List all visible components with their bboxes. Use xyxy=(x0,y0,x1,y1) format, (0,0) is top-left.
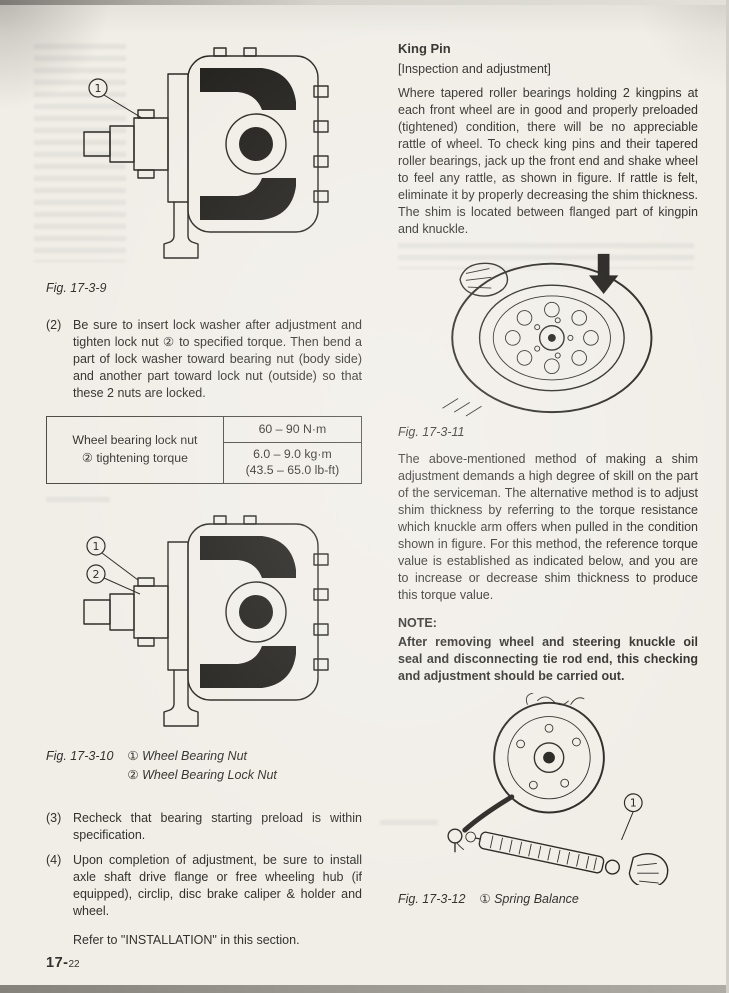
page-number-major: 17- xyxy=(46,955,69,971)
paragraph-text: The above-mentioned method of making a s… xyxy=(398,451,698,602)
table-label-line1: Wheel bearing lock nut xyxy=(72,433,198,448)
torque-kgm: 6.0 – 9.0 kg·m xyxy=(253,446,332,461)
wheel-hub-cross-section-drawing: 1 2 xyxy=(83,515,329,727)
wheel-shake-drawing xyxy=(442,253,653,417)
paragraph-text: Where tapered roller bearings holding 2 … xyxy=(398,85,698,236)
left-column: 1 Fig. 17-3-9 (2) Be sure to insert lock… xyxy=(46,26,362,949)
list-number: (3) xyxy=(46,811,62,826)
torque-nm: 60 – 90 N·m xyxy=(223,417,361,443)
svg-text:2: 2 xyxy=(93,568,100,581)
figure-caption-row: Fig. 17-3-12 ① Spring Balance xyxy=(398,891,698,908)
paragraph-2: (2) Be sure to insert lock washer after … xyxy=(46,317,362,402)
section-subheading: [Inspection and adjustment] xyxy=(398,61,551,76)
note-text: After removing wheel and steering knuckl… xyxy=(398,634,698,683)
svg-text:1: 1 xyxy=(93,540,100,553)
figure-caption: Fig. 17-3-11 xyxy=(398,424,465,439)
figure-caption: Fig. 17-3-10 xyxy=(46,749,114,764)
page-number-minor: 22 xyxy=(68,959,80,970)
table-value-cell: 60 – 90 N·m 6.0 – 9.0 kg·m (43.5 – 65.0 … xyxy=(222,417,361,484)
figure-caption-row: Fig. 17-3-10 ① Wheel Bearing Nut ② Wheel… xyxy=(46,748,362,784)
list-number: (4) xyxy=(46,853,62,868)
section-heading: King Pin xyxy=(398,41,451,56)
torque-spec-table: Wheel bearing lock nut ② tightening torq… xyxy=(46,416,362,485)
svg-text:1: 1 xyxy=(630,796,637,809)
list-number: (2) xyxy=(46,318,62,332)
spring-balance-drawing: 1 xyxy=(447,692,669,885)
note-label: NOTE: xyxy=(398,615,437,630)
figure-legend: ① Wheel Bearing Nut ② Wheel Bearing Lock… xyxy=(127,748,276,784)
paragraph-4: (4) Upon completion of adjustment, be su… xyxy=(46,852,362,920)
figure-legend: ① Spring Balance xyxy=(479,891,579,906)
paragraph-text: Recheck that bearing starting preload is… xyxy=(73,811,362,843)
figure-caption: Fig. 17-3-12 xyxy=(398,891,466,906)
legend-item-1: ① Wheel Bearing Nut xyxy=(127,749,247,764)
scan-edge-top xyxy=(0,0,729,5)
table-label-cell: Wheel bearing lock nut ② tightening torq… xyxy=(47,417,223,483)
right-column: King Pin [Inspection and adjustment] Whe… xyxy=(398,40,698,908)
paragraph-text: Be sure to insert lock washer after adju… xyxy=(73,318,362,400)
torque-lbft: (43.5 – 65.0 lb-ft) xyxy=(245,463,340,478)
page-number: 17-22 xyxy=(46,954,80,974)
wheel-hub-cross-section-drawing: 1 xyxy=(83,47,329,259)
figure-caption: Fig. 17-3-9 xyxy=(46,281,107,295)
legend-item-2: ② Wheel Bearing Lock Nut xyxy=(127,768,277,783)
paragraph-3: (3) Recheck that bearing starting preloa… xyxy=(46,810,362,844)
paragraph-text: Upon completion of adjustment, be sure t… xyxy=(73,853,362,919)
svg-text:1: 1 xyxy=(95,82,102,95)
reference-note: Refer to "INSTALLATION" in this section. xyxy=(73,933,300,948)
scan-edge-bottom xyxy=(0,985,729,993)
table-label-line2: ② tightening torque xyxy=(81,451,188,466)
scan-edge-right xyxy=(726,0,729,993)
